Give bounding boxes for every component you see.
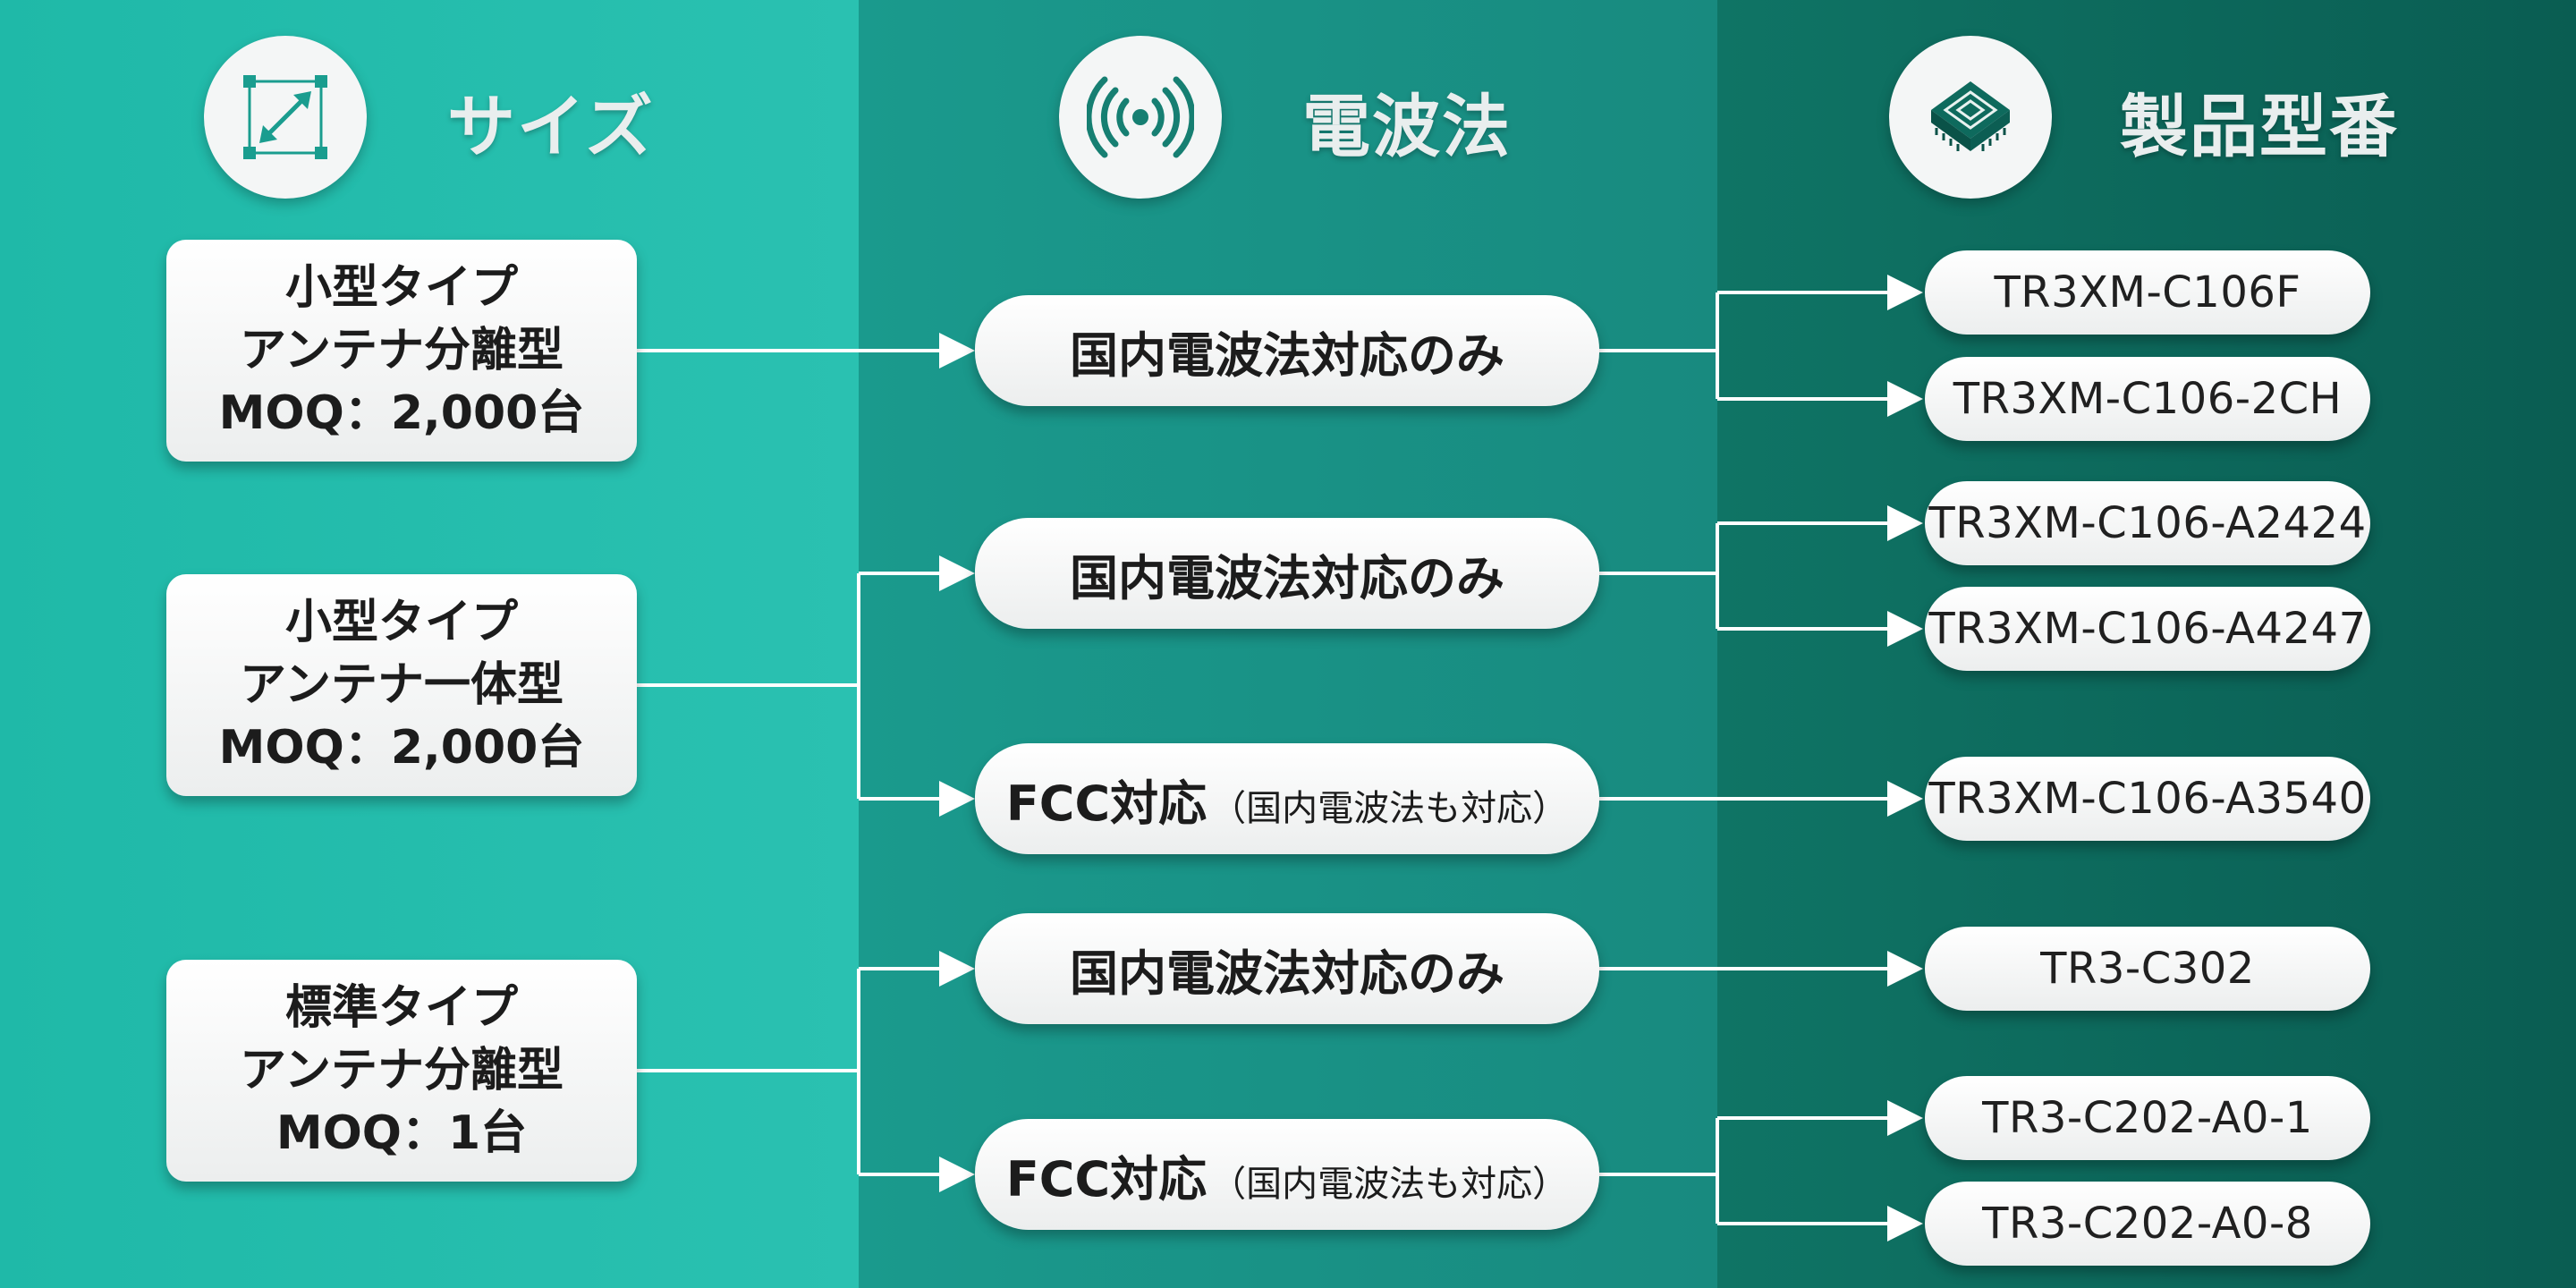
size-moq-label: MOQ：2,000台 bbox=[218, 386, 585, 440]
size-antenna-label: アンテナ一体型 bbox=[240, 658, 564, 712]
resize-arrows-icon bbox=[204, 36, 367, 199]
model-number-item: TR3-C302 bbox=[1925, 927, 2370, 1011]
radio-law-sublabel: （国内電波法も対応） bbox=[1210, 1163, 1569, 1205]
model-number-item: TR3XM-C106F bbox=[1925, 250, 2370, 335]
microchip-icon bbox=[1889, 36, 2052, 199]
size-option-standard-separate-antenna: 標準タイプ アンテナ分離型 MOQ：1台 bbox=[166, 960, 637, 1182]
size-moq-label: MOQ：1台 bbox=[275, 1106, 528, 1160]
model-number-item: TR3-C202-A0-1 bbox=[1925, 1076, 2370, 1160]
size-antenna-label: アンテナ分離型 bbox=[240, 324, 564, 377]
size-type-label: 小型タイプ bbox=[284, 596, 518, 649]
size-moq-label: MOQ：2,000台 bbox=[218, 721, 585, 775]
size-type-label: 標準タイプ bbox=[284, 981, 518, 1035]
radio-law-domestic-only-1: 国内電波法対応のみ bbox=[975, 295, 1599, 406]
model-number-item: TR3XM-C106-A2424 bbox=[1925, 481, 2370, 565]
radio-law-domestic-only-3: 国内電波法対応のみ bbox=[975, 913, 1599, 1024]
radio-law-fcc-2: FCC対応（国内電波法も対応） bbox=[975, 1119, 1599, 1230]
model-header-title: 製品型番 bbox=[2120, 87, 2399, 166]
radio-law-sublabel: （国内電波法も対応） bbox=[1210, 787, 1569, 829]
size-antenna-label: アンテナ分離型 bbox=[240, 1044, 564, 1097]
radio-law-label: FCC対応 bbox=[1005, 775, 1208, 832]
radio-law-label: 国内電波法対応のみ bbox=[1070, 549, 1504, 606]
size-type-label: 小型タイプ bbox=[284, 261, 518, 315]
model-number-item: TR3XM-C106-A3540 bbox=[1925, 757, 2370, 841]
radio-header-title: 電波法 bbox=[1302, 87, 1512, 166]
model-number-item: TR3-C202-A0-8 bbox=[1925, 1182, 2370, 1266]
wireless-signal-icon bbox=[1059, 36, 1222, 199]
radio-law-domestic-only-2: 国内電波法対応のみ bbox=[975, 518, 1599, 629]
size-option-small-integrated-antenna: 小型タイプ アンテナ一体型 MOQ：2,000台 bbox=[166, 574, 637, 796]
size-option-small-separate-antenna: 小型タイプ アンテナ分離型 MOQ：2,000台 bbox=[166, 240, 637, 462]
model-number-item: TR3XM-C106-A4247 bbox=[1925, 587, 2370, 671]
radio-law-label: FCC対応 bbox=[1005, 1150, 1208, 1208]
size-header-title: サイズ bbox=[447, 87, 655, 166]
radio-law-label: 国内電波法対応のみ bbox=[1070, 326, 1504, 384]
radio-law-column bbox=[859, 0, 1717, 1288]
model-number-item: TR3XM-C106-2CH bbox=[1925, 357, 2370, 441]
radio-law-fcc-1: FCC対応（国内電波法も対応） bbox=[975, 743, 1599, 854]
radio-law-label: 国内電波法対応のみ bbox=[1070, 945, 1504, 1002]
